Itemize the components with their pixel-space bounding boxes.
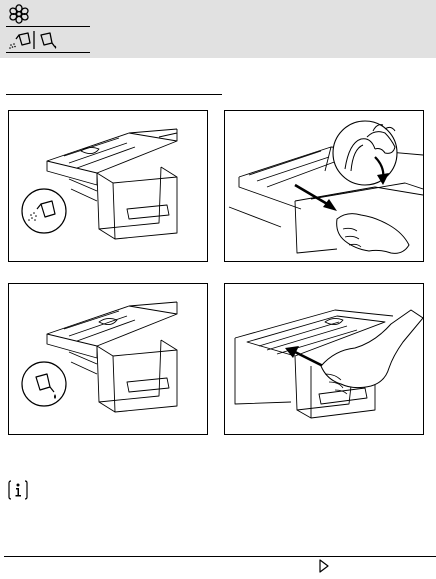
drawer-liquid-figure — [8, 283, 208, 435]
drawer-liquid-illustration — [9, 284, 207, 434]
prewash-symbol-row — [6, 28, 90, 53]
flower-softener-icon — [8, 4, 30, 24]
drawer-pull-lever-illustration — [225, 111, 423, 261]
drawer-powder-illustration — [9, 111, 207, 261]
drawer-push-in-illustration — [225, 284, 423, 434]
drawer-powder-figure — [8, 110, 208, 262]
section-heading-rule — [6, 94, 222, 95]
prewash-detergent-icon — [8, 30, 58, 50]
drawer-pull-lever-figure — [224, 110, 424, 262]
drawer-push-in-figure — [224, 283, 424, 435]
symbol-header-band — [0, 0, 436, 58]
softener-symbol-row — [6, 2, 90, 27]
info-icon — [8, 480, 28, 500]
footer-rule — [4, 556, 436, 557]
next-page-arrow-icon — [318, 559, 330, 573]
